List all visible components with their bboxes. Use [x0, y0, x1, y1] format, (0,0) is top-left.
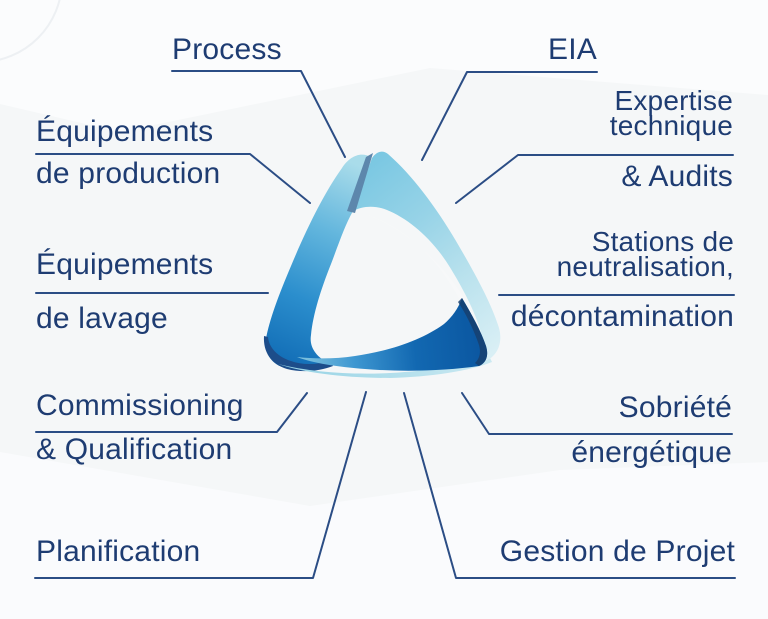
triangle-loop-logo [263, 151, 501, 378]
label-stations-2: neutralisation, [556, 251, 734, 282]
label-sobriete-1: Sobriété [618, 391, 732, 424]
connector-commissioning [35, 392, 308, 433]
label-eia: EIA [548, 33, 597, 66]
label-equip-lavage-1: Équipements [36, 248, 214, 281]
connector-eia [421, 71, 598, 161]
label-equip-production-1: Équipements [36, 115, 214, 148]
label-equip-production-2: de production [36, 157, 221, 190]
label-sobriete-2: énergétique [571, 436, 732, 469]
connector-planification [34, 391, 367, 579]
connector-equip-production [35, 153, 311, 204]
label-commissioning-1: Commissioning [36, 389, 244, 422]
label-planification: Planification [36, 535, 201, 568]
label-equip-lavage-2: de lavage [36, 302, 168, 335]
connector-expertise [455, 154, 734, 204]
connector-gestion [403, 392, 736, 579]
label-gestion: Gestion de Projet [499, 535, 735, 568]
label-stations-1: Stations de [591, 226, 734, 257]
label-process: Process [172, 33, 282, 66]
label-expertise-2: technique [609, 110, 733, 141]
label-expertise-3: & Audits [621, 160, 733, 193]
label-expertise-1: Expertise [614, 85, 733, 116]
connector-sobriete [461, 392, 733, 435]
label-commissioning-2: & Qualification [36, 433, 233, 466]
label-stations-3: décontamination [510, 300, 734, 333]
connector-process [171, 70, 346, 158]
